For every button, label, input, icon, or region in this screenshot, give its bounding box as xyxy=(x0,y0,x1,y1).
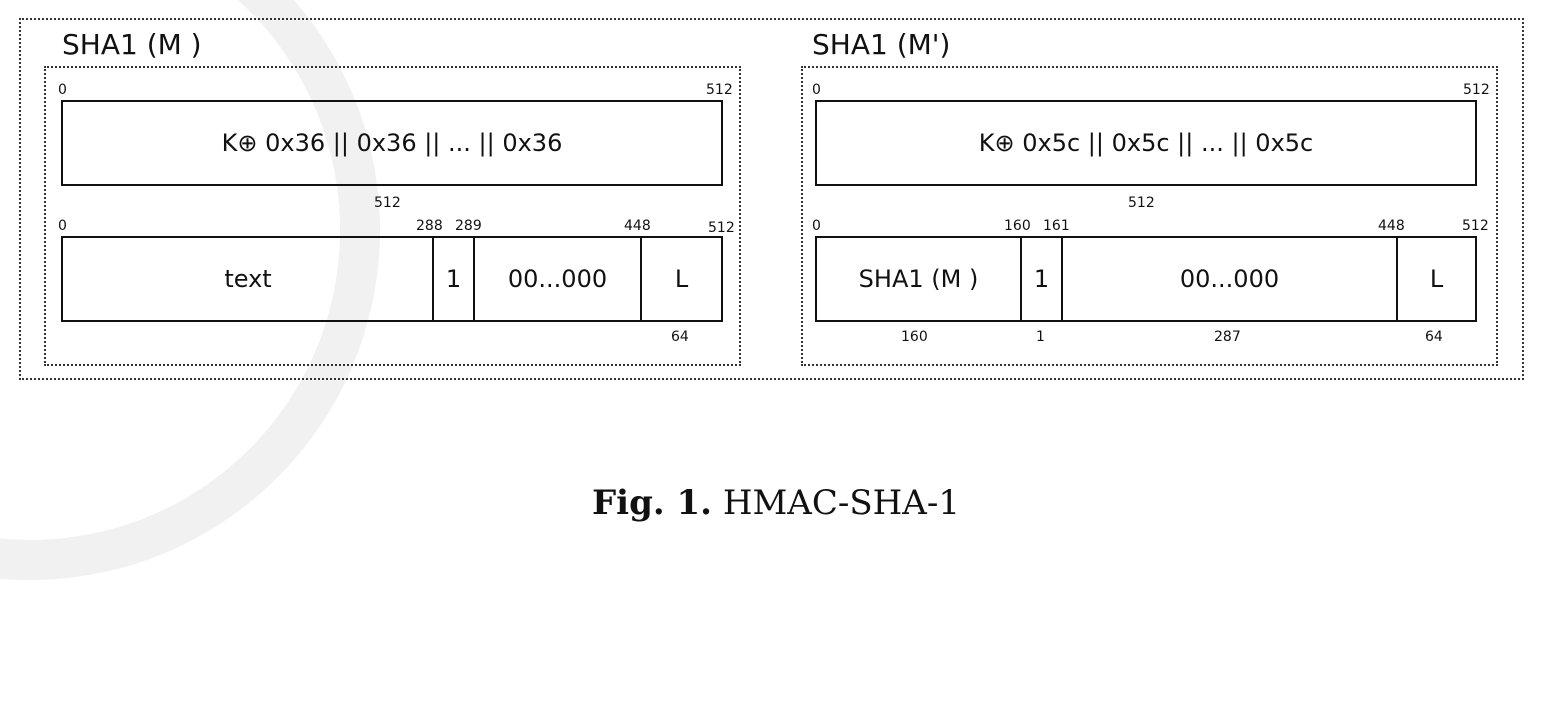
left-tick-288: 288 xyxy=(416,218,443,234)
right-tick-448: 448 xyxy=(1378,218,1405,234)
right-divider-3 xyxy=(1396,238,1398,320)
left-ipad-block: K⊕ 0x36 || 0x36 || ... || 0x36 xyxy=(61,100,723,186)
right-cell-pad-bit: 1 xyxy=(1033,265,1050,293)
right-tick-161: 161 xyxy=(1043,218,1070,234)
right-cell-zeros: 00...000 xyxy=(1179,265,1280,293)
right-panel xyxy=(801,66,1498,366)
left-size-length: 64 xyxy=(671,329,689,345)
left-tick-448: 448 xyxy=(624,218,651,234)
left-ipad-label: K⊕ 0x36 || 0x36 || ... || 0x36 xyxy=(221,129,563,157)
left-title: SHA1 (M ) xyxy=(62,28,202,61)
left-divider-2 xyxy=(473,238,475,320)
right-top-width: 512 xyxy=(1128,195,1155,211)
right-divider-1 xyxy=(1020,238,1022,320)
right-message-block: SHA1 (M ) 1 00...000 L xyxy=(815,236,1477,322)
right-opad-block: K⊕ 0x5c || 0x5c || ... || 0x5c xyxy=(815,100,1477,186)
right-tick-160: 160 xyxy=(1004,218,1031,234)
right-size-inner-hash: 160 xyxy=(901,329,928,345)
left-cell-zeros: 00...000 xyxy=(507,265,608,293)
left-top-end: 512 xyxy=(706,82,733,98)
right-size-length: 64 xyxy=(1425,329,1443,345)
right-opad-label: K⊕ 0x5c || 0x5c || ... || 0x5c xyxy=(978,129,1314,157)
right-top-start: 0 xyxy=(812,82,821,98)
left-top-start: 0 xyxy=(58,82,67,98)
left-cell-length: L xyxy=(674,265,689,293)
right-tick-0: 0 xyxy=(812,218,821,234)
figure-caption: Fig. 1. HMAC-SHA-1 xyxy=(0,483,1552,523)
left-divider-3 xyxy=(640,238,642,320)
right-size-zeros: 287 xyxy=(1214,329,1241,345)
left-tick-512: 512 xyxy=(708,220,735,236)
left-tick-0: 0 xyxy=(58,218,67,234)
right-tick-512: 512 xyxy=(1462,218,1489,234)
left-panel xyxy=(44,66,741,366)
left-top-width: 512 xyxy=(374,195,401,211)
figure-label: Fig. 1. xyxy=(592,483,713,523)
left-cell-text: text xyxy=(224,265,272,293)
right-top-end: 512 xyxy=(1463,82,1490,98)
left-message-block: text 1 00...000 L xyxy=(61,236,723,322)
left-divider-1 xyxy=(432,238,434,320)
right-divider-2 xyxy=(1061,238,1063,320)
diagram-frame xyxy=(19,18,1524,380)
right-cell-inner-hash: SHA1 (M ) xyxy=(858,265,979,293)
right-size-pad-bit: 1 xyxy=(1036,329,1045,345)
right-title: SHA1 (M') xyxy=(812,28,951,61)
right-cell-length: L xyxy=(1429,265,1444,293)
left-tick-289: 289 xyxy=(455,218,482,234)
figure-title: HMAC-SHA-1 xyxy=(722,483,960,523)
left-cell-pad-bit: 1 xyxy=(445,265,462,293)
